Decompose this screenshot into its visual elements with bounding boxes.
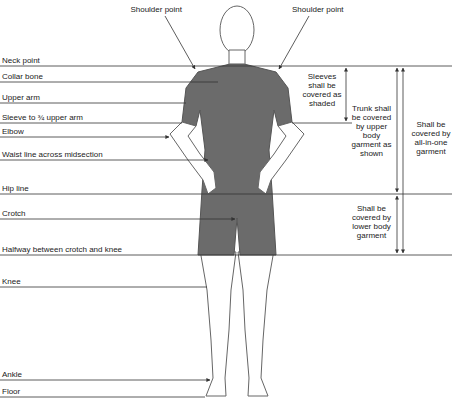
part-label: Upper arm	[2, 93, 40, 102]
part-label: Neck point	[2, 56, 40, 65]
part-label: Trunk shall be covered by upper body gar…	[349, 104, 394, 158]
part-label: Floor	[2, 387, 20, 396]
dimension-brackets	[346, 68, 403, 253]
part-label: Crotch	[2, 209, 26, 218]
part-label: Collar bone	[2, 72, 43, 81]
part-label: Elbow	[2, 127, 24, 136]
part-label: Sleeves shall be covered as shaded	[301, 72, 343, 108]
forearms	[170, 122, 304, 194]
reference-lines	[0, 16, 452, 397]
part-label: Waist line across midsection	[2, 150, 103, 159]
part-label: Hip line	[2, 184, 29, 193]
part-label: Knee	[2, 277, 21, 286]
part-label: Sleeve to ¾ upper arm	[2, 113, 83, 122]
part-label: Shoulder point	[112, 5, 182, 14]
part-label: Ankle	[2, 370, 22, 379]
part-label: Shall be covered by all-in-one garment	[406, 120, 456, 156]
part-label: Halfway between crotch and knee	[2, 245, 122, 254]
part-label: Shall be covered by lower body garment	[349, 204, 394, 240]
part-label: Shoulder point	[292, 5, 362, 14]
